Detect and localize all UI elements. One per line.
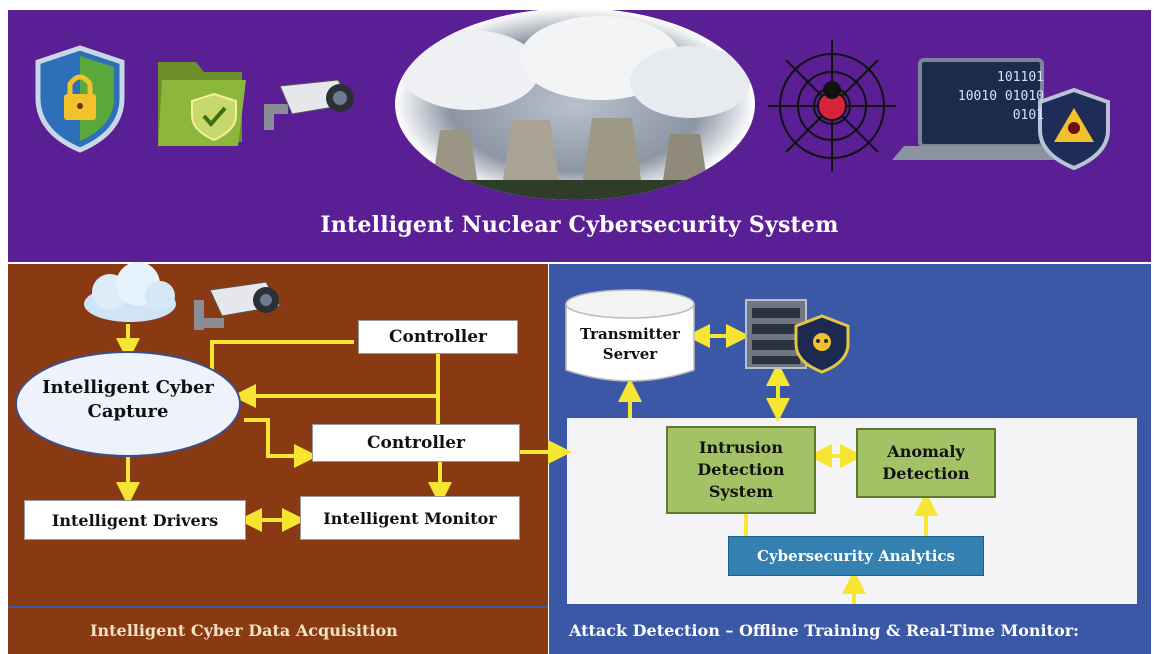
intelligent-monitor-box: Intelligent Monitor bbox=[300, 496, 520, 540]
shield-lock-icon bbox=[35, 45, 125, 153]
folder-check-icon bbox=[158, 62, 246, 146]
intelligent-drivers-box: Intelligent Drivers bbox=[24, 500, 246, 540]
transmitter-server-label: Transmitter Server bbox=[580, 325, 680, 363]
security-camera-icon bbox=[264, 79, 354, 130]
right-footer: Attack Detection – Offline Training & Re… bbox=[549, 606, 1151, 654]
right-footer-label: Attack Detection – Offline Training & Re… bbox=[569, 621, 1080, 640]
intrusion-detection-box: Intrusion Detection System bbox=[666, 426, 816, 514]
binary-line-3: 0101 bbox=[1012, 108, 1044, 123]
binary-line-1: 101101 bbox=[997, 70, 1044, 85]
anomaly-detection-box: Anomaly Detection bbox=[856, 428, 996, 498]
binary-line-2: 10010 01010 bbox=[957, 89, 1044, 104]
left-footer-label: Intelligent Cyber Data Acquisition bbox=[90, 621, 398, 640]
cyber-capture-ellipse bbox=[15, 351, 241, 457]
cyber-capture-label: Intelligent Cyber Capture bbox=[42, 377, 214, 422]
cloud-icon bbox=[84, 262, 176, 322]
transmitter-server-cylinder bbox=[565, 289, 695, 382]
spider-web-icon bbox=[768, 40, 896, 172]
security-camera-icon bbox=[194, 281, 281, 330]
controller-mid-box: Controller bbox=[312, 424, 520, 462]
controller-top-box: Controller bbox=[358, 320, 518, 354]
skull-shield-icon bbox=[794, 314, 850, 374]
left-footer: Intelligent Cyber Data Acquisition bbox=[8, 606, 548, 654]
laptop-skull-icon bbox=[892, 58, 1110, 171]
binary-readout: 101101 10010 01010 0101 bbox=[944, 68, 1044, 125]
cybersecurity-analytics-box: Cybersecurity Analytics bbox=[728, 536, 984, 576]
main-title: Intelligent Nuclear Cybersecurity System bbox=[320, 212, 839, 238]
